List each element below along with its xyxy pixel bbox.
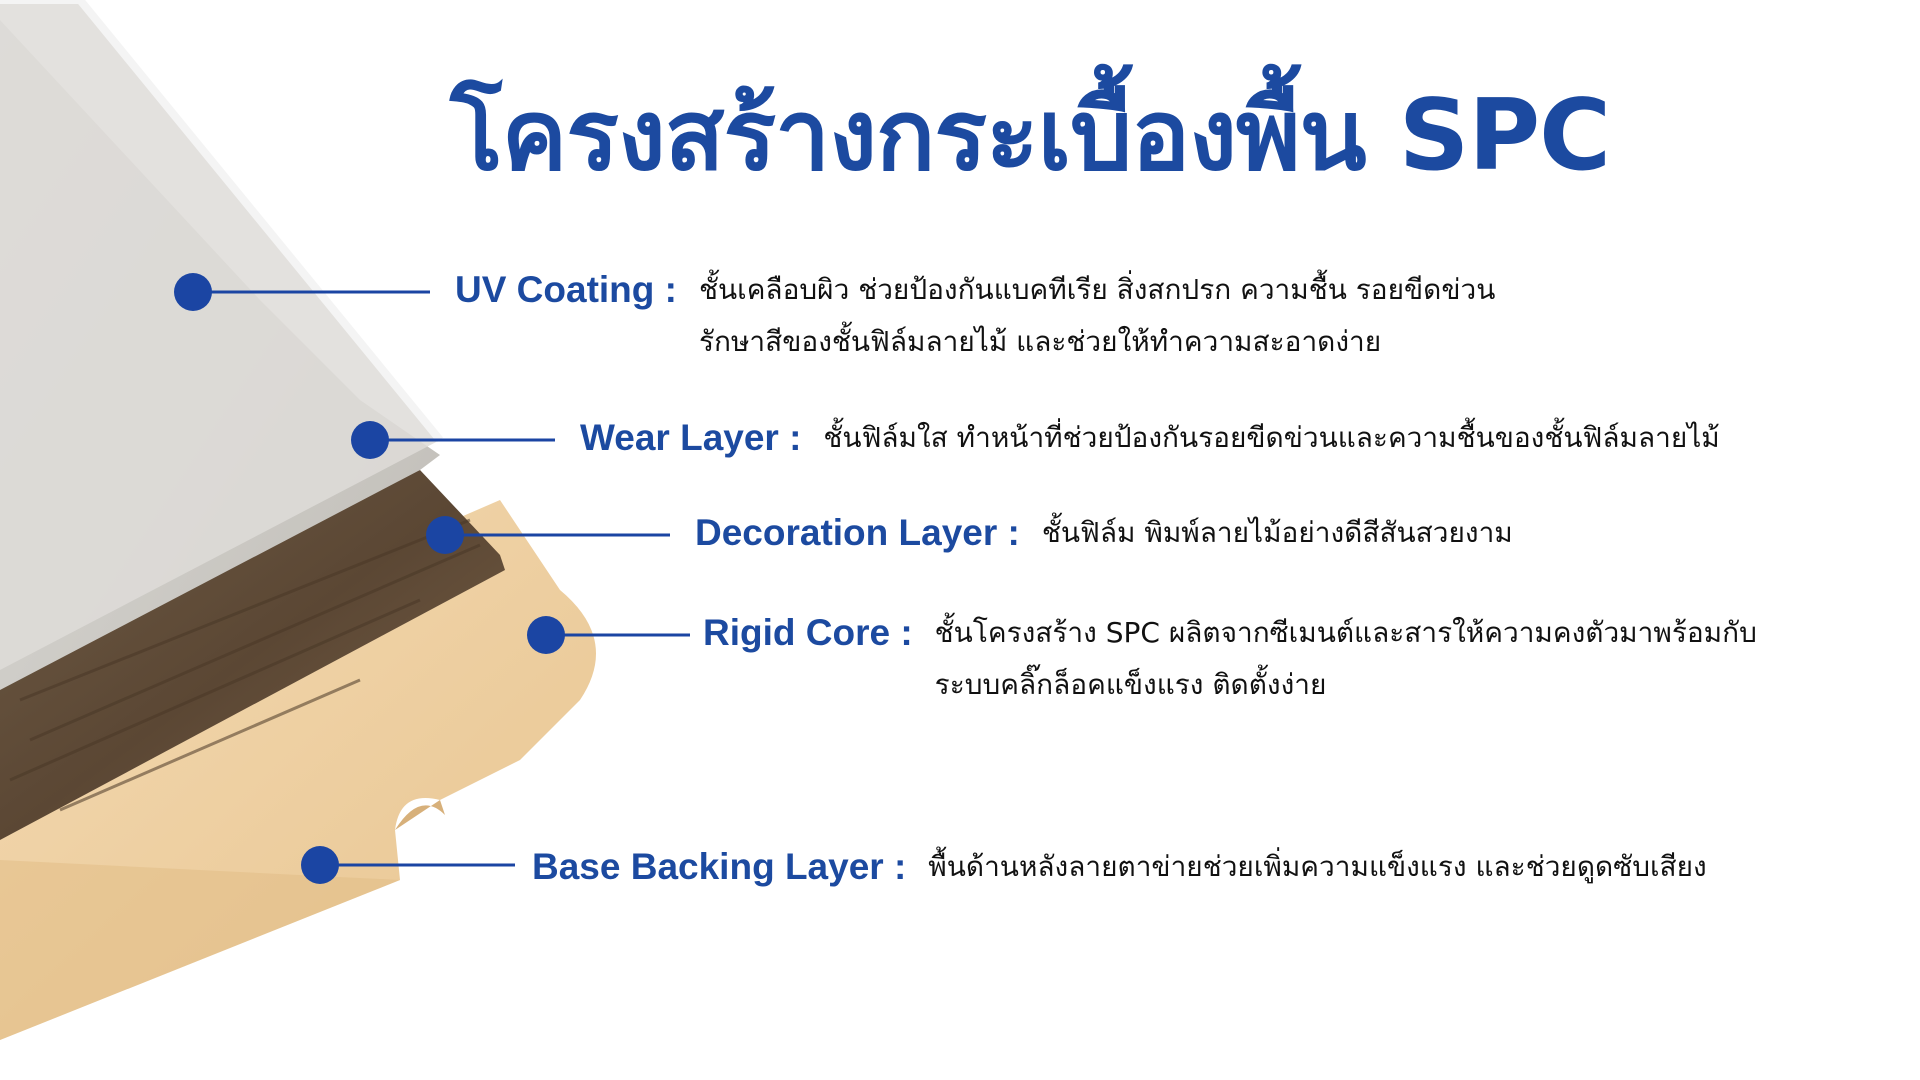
- rigid-core-marker: [527, 616, 565, 654]
- layer-name: Base Backing Layer :: [532, 846, 907, 887]
- layer-description: ชั้นฟิล์ม พิมพ์ลายไม้อย่างดีสีสันสวยงาม: [1042, 507, 1513, 559]
- description-line: ชั้นโครงสร้าง SPC ผลิตจากซีเมนต์และสารให…: [934, 616, 1757, 649]
- base-backing-marker: [301, 846, 339, 884]
- layer-description: พื้นด้านหลังลายตาข่ายช่วยเพิ่มความแข็งแร…: [928, 841, 1706, 893]
- click-lock-notch: [395, 800, 445, 830]
- description-line: รักษาสีของชั้นฟิล์มลายไม้ และช่วยให้ทำคว…: [698, 325, 1382, 358]
- layer-decoration-layer: Decoration Layer : ชั้นฟิล์ม พิมพ์ลายไม้…: [695, 509, 1513, 559]
- layer-name: Decoration Layer :: [695, 512, 1020, 553]
- layer-description: ชั้นฟิล์มใส ทำหน้าที่ช่วยป้องกันรอยขีดข่…: [823, 412, 1719, 464]
- description-line: ระบบคลิ๊กล็อคแข็งแรง ติดตั้งง่าย: [934, 668, 1327, 701]
- layer-name: UV Coating :: [455, 269, 677, 310]
- layer-wear-layer: Wear Layer : ชั้นฟิล์มใส ทำหน้าที่ช่วยป้…: [580, 414, 1720, 464]
- decoration-layer: [0, 470, 505, 840]
- uv-coating-marker: [174, 273, 212, 311]
- base-backing-layer: [0, 860, 400, 1040]
- layer-rigid-core: Rigid Core : ชั้นโครงสร้าง SPC ผลิตจากซี…: [703, 609, 1757, 711]
- description-line: ชั้นฟิล์มใส ทำหน้าที่ช่วยป้องกันรอยขีดข่…: [823, 421, 1720, 454]
- description-line: ชั้นฟิล์ม พิมพ์ลายไม้อย่างดีสีสันสวยงาม: [1041, 516, 1513, 549]
- wear-layer-marker: [351, 421, 389, 459]
- layer-name: Wear Layer :: [580, 417, 802, 458]
- layer-description: ชั้นโครงสร้าง SPC ผลิตจากซีเมนต์และสารให…: [935, 607, 1757, 711]
- decoration-layer-marker: [426, 516, 464, 554]
- description-line: ชั้นเคลือบผิว ช่วยป้องกันแบคทีเรีย สิ่งส…: [698, 273, 1496, 306]
- uv-coating-layer: [0, 0, 440, 670]
- layer-name: Rigid Core :: [703, 612, 913, 653]
- layer-base-backing: Base Backing Layer : พื้นด้านหลังลายตาข่…: [532, 843, 1707, 893]
- layer-description: ชั้นเคลือบผิว ช่วยป้องกันแบคทีเรีย สิ่งส…: [699, 264, 1495, 368]
- layer-uv-coating: UV Coating : ชั้นเคลือบผิว ช่วยป้องกันแบ…: [455, 266, 1495, 368]
- description-line: พื้นด้านหลังลายตาข่ายช่วยเพิ่มความแข็งแร…: [928, 850, 1707, 883]
- page-title: โครงสร้างกระเบื้องพื้น SPC: [450, 79, 1611, 193]
